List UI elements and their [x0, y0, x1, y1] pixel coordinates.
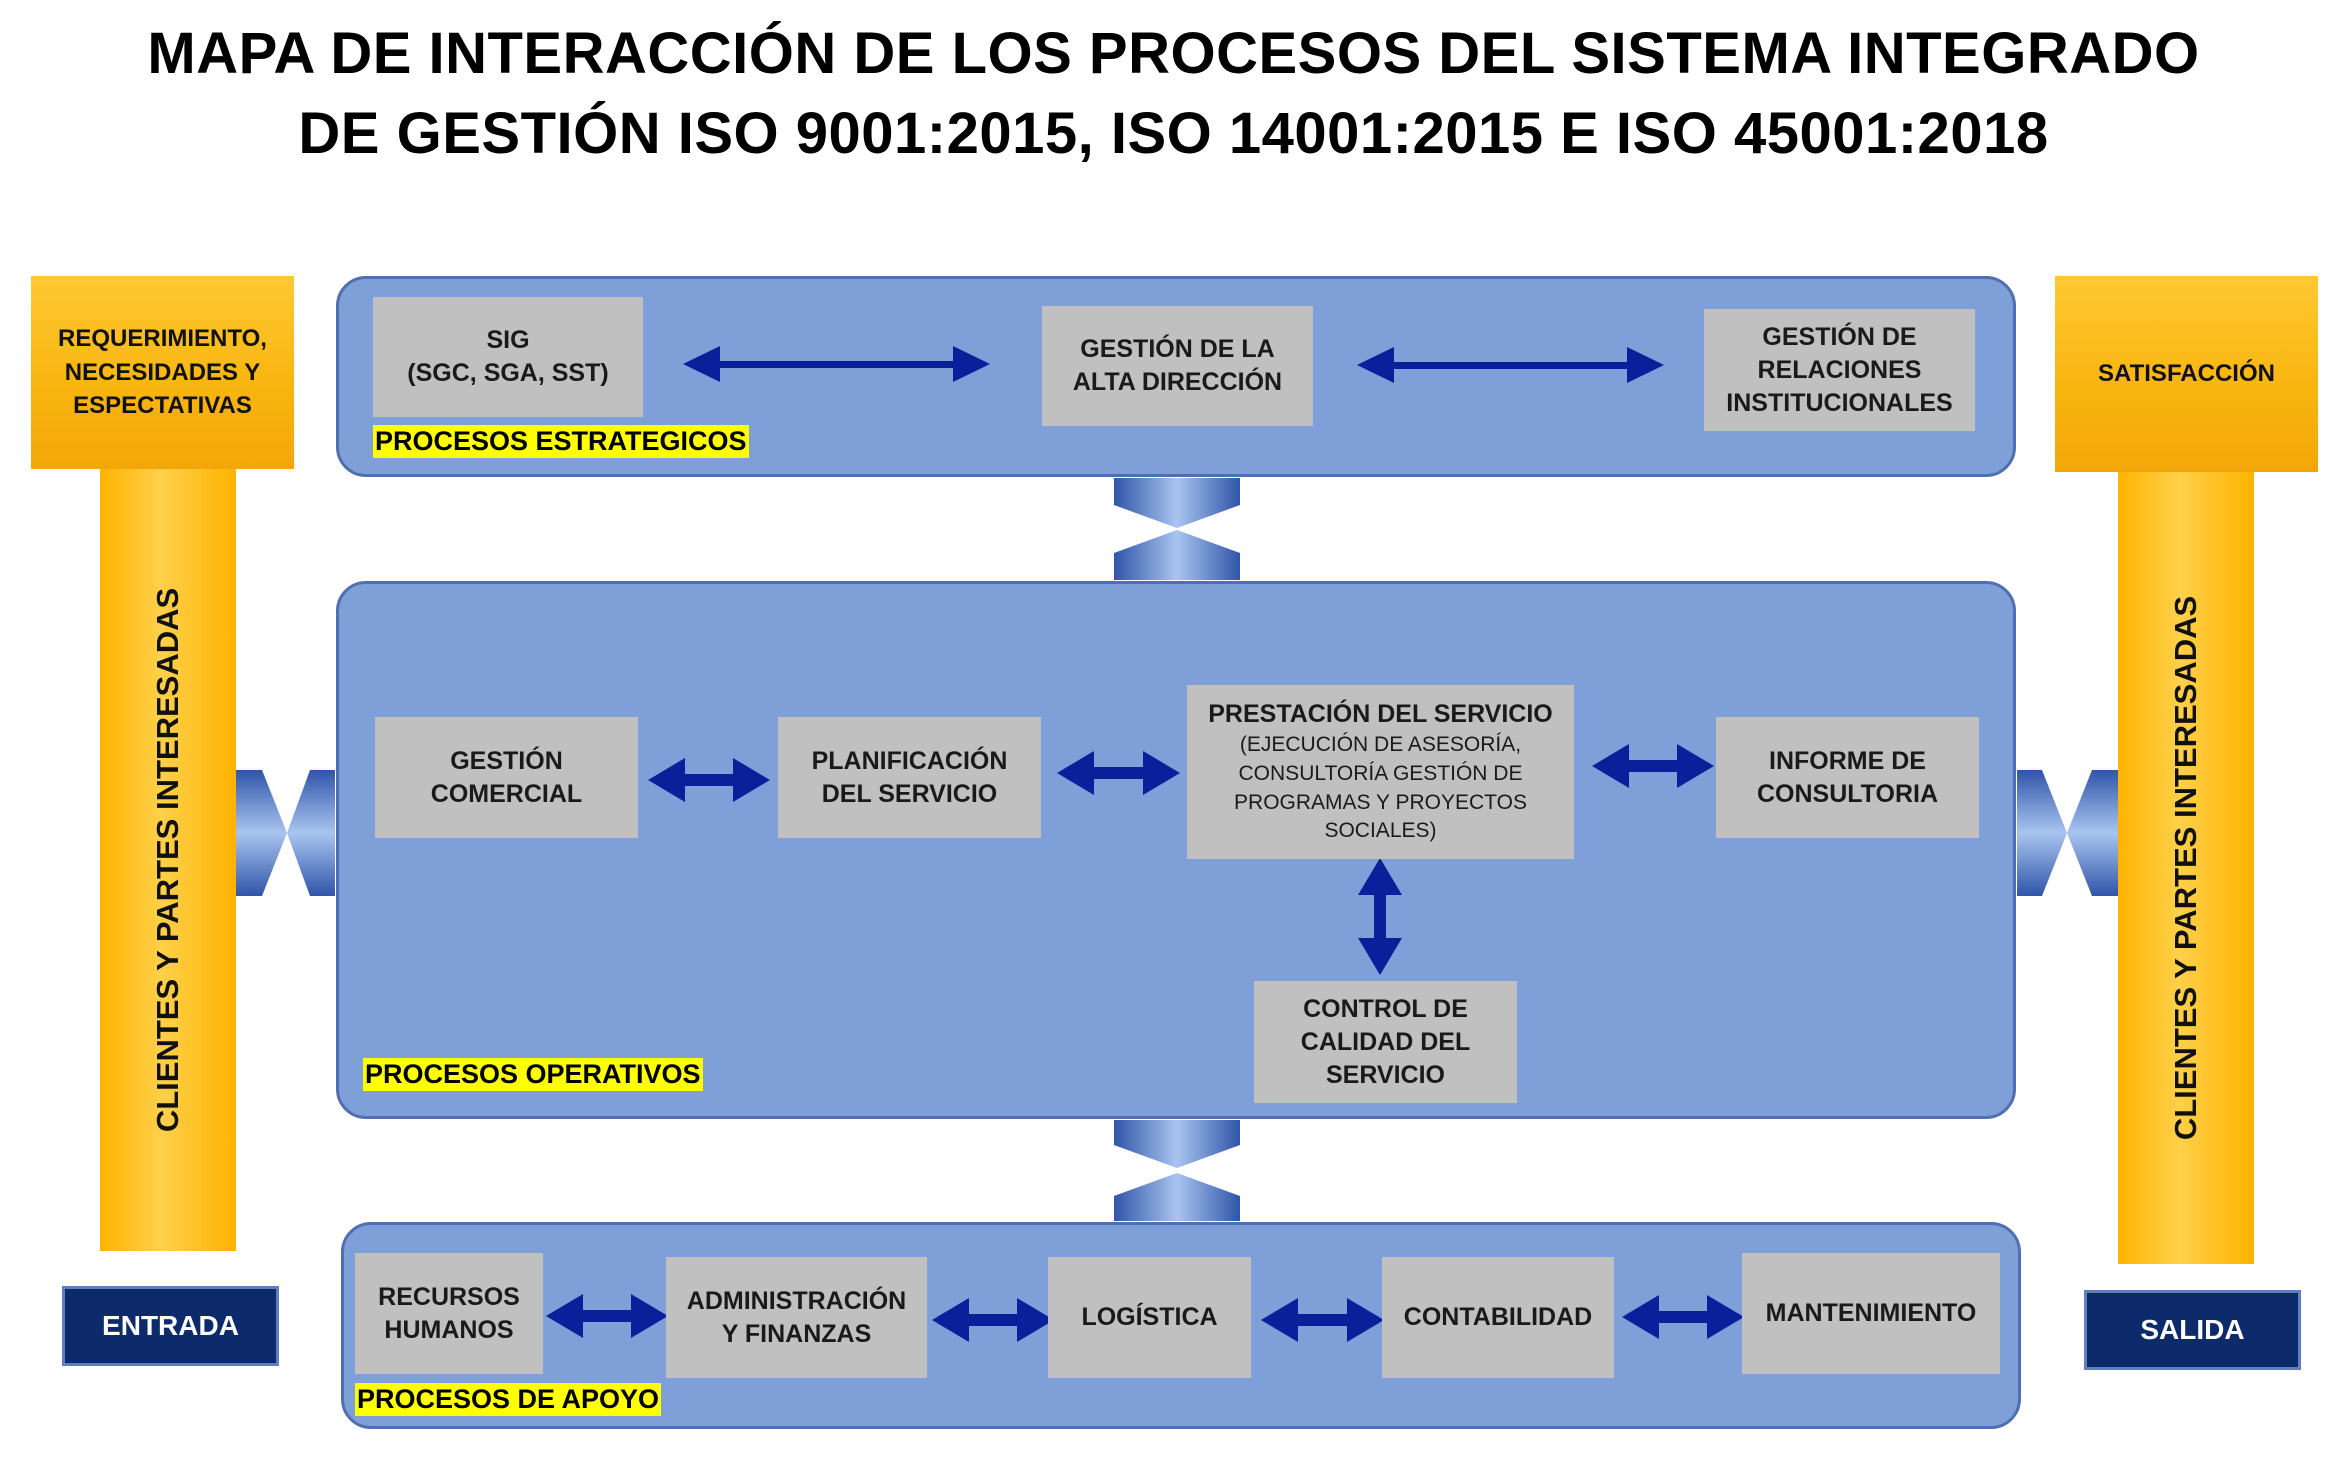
mantenimiento-box: MANTENIMIENTO [1742, 1253, 2000, 1374]
control-calidad-box: CONTROL DE CALIDAD DEL SERVICIO [1254, 981, 1517, 1103]
connector-operative-support-top [1114, 1120, 1240, 1168]
connector-strategic-operative-top [1114, 478, 1240, 528]
connector-left-input-a [236, 770, 287, 896]
strategic-processes-label: PROCESOS ESTRATEGICOS [373, 425, 749, 459]
entrada-tag: ENTRADA [62, 1286, 279, 1366]
sig-box: SIG (SGC, SGA, SST) [373, 297, 643, 417]
arrow-sig-alta-direccion [683, 346, 990, 382]
right-stakeholders-column [2118, 472, 2254, 1264]
arrow-planificacion-prestacion [1057, 751, 1180, 795]
operative-processes-panel [336, 581, 2016, 1119]
diagram-title-line-1: MAPA DE INTERACCIÓN DE LOS PROCESOS DEL … [147, 21, 2200, 86]
connector-strategic-operative-bottom [1114, 530, 1240, 580]
arrow-admin-logistica [932, 1298, 1054, 1342]
arrow-comercial-planificacion [648, 758, 770, 802]
recursos-humanos-box: RECURSOS HUMANOS [355, 1253, 543, 1374]
prestacion-servicio-detail: (EJECUCIÓN DE ASESORÍA, CONSULTORÍA GEST… [1234, 733, 1527, 843]
support-processes-label: PROCESOS DE APOYO [355, 1383, 662, 1417]
connector-left-input-b [287, 770, 335, 896]
connector-right-output-b [2067, 770, 2118, 896]
contabilidad-box: CONTABILIDAD [1382, 1257, 1614, 1378]
administracion-finanzas-box: ADMINISTRACIÓN Y FINANZAS [666, 1257, 927, 1378]
alta-direccion-box: GESTIÓN DE LA ALTA DIRECCIÓN [1042, 306, 1313, 426]
requirements-box: REQUERIMIENTO, NECESIDADES Y ESPECTATIVA… [31, 276, 294, 469]
arrow-logistica-contabilidad [1261, 1298, 1384, 1342]
logistica-box: LOGÍSTICA [1048, 1257, 1251, 1378]
prestacion-servicio-title: PRESTACIÓN DEL SERVICIO [1208, 700, 1553, 729]
connector-operative-support-bottom [1114, 1173, 1240, 1221]
arrow-prestacion-control [1358, 858, 1402, 975]
salida-tag: SALIDA [2084, 1290, 2301, 1370]
left-stakeholders-column [100, 469, 236, 1251]
arrow-rrhh-admin [546, 1294, 668, 1338]
informe-consultoria-box: INFORME DE CONSULTORIA [1716, 717, 1979, 838]
connector-right-output-a [2017, 770, 2067, 896]
gestion-comercial-box: GESTIÓN COMERCIAL [375, 717, 638, 838]
arrow-contabilidad-mantenimiento [1622, 1295, 1744, 1339]
arrow-prestacion-informe [1592, 744, 1714, 788]
arrow-alta-direccion-relaciones [1357, 347, 1664, 383]
diagram-title-line-2: DE GESTIÓN ISO 9001:2015, ISO 14001:2015… [298, 101, 2049, 166]
prestacion-servicio-box: PRESTACIÓN DEL SERVICIO (EJECUCIÓN DE AS… [1187, 685, 1574, 859]
relaciones-institucionales-box: GESTIÓN DE RELACIONES INSTITUCIONALES [1704, 309, 1975, 431]
planificacion-servicio-box: PLANIFICACIÓN DEL SERVICIO [778, 717, 1041, 838]
operative-processes-label: PROCESOS OPERATIVOS [363, 1058, 703, 1092]
satisfaction-box: SATISFACCIÓN [2055, 276, 2318, 472]
